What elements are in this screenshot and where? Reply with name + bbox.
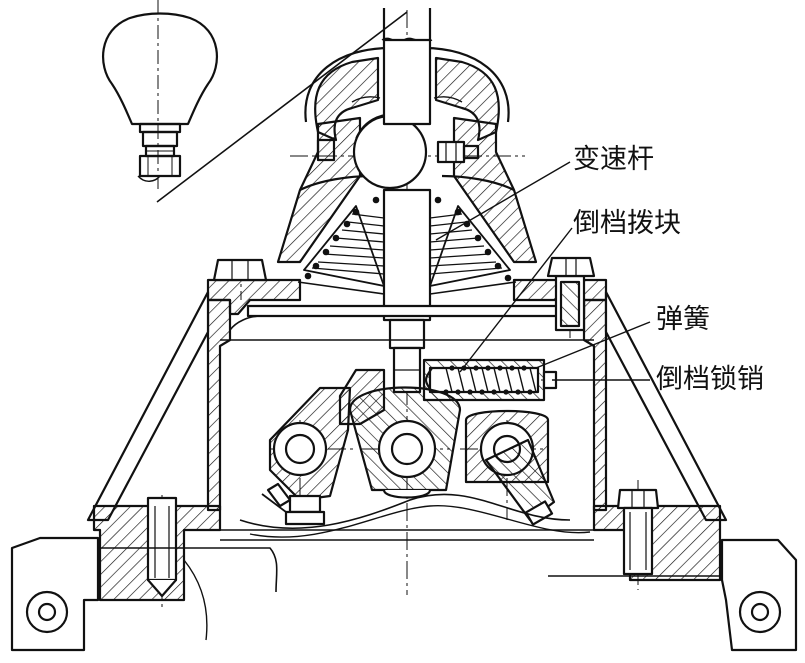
leader-reverse-block [459, 227, 573, 373]
leader-lines [435, 161, 651, 381]
mount-lugs [10, 536, 798, 652]
shift-lever-shaft [381, 8, 433, 394]
label-reverse-lock-pin: 倒档锁销 [656, 364, 764, 395]
label-spring: 弹簧 [656, 304, 710, 335]
leader-shift-lever [435, 161, 571, 241]
selector-mechanism [239, 358, 591, 538]
upper-housing [276, 116, 538, 264]
spring-coil-dots [304, 196, 512, 282]
cone-spring [297, 196, 517, 295]
leader-spring [535, 321, 651, 369]
label-shift-lever: 变速杆 [573, 144, 654, 175]
label-reverse-block: 倒档拨块 [573, 208, 681, 239]
ball-joint [352, 113, 428, 190]
base-flange [92, 488, 722, 602]
knob-inset [101, 0, 408, 203]
top-cap [304, 46, 510, 142]
lower-skirt [86, 290, 728, 522]
main-housing [206, 256, 608, 512]
